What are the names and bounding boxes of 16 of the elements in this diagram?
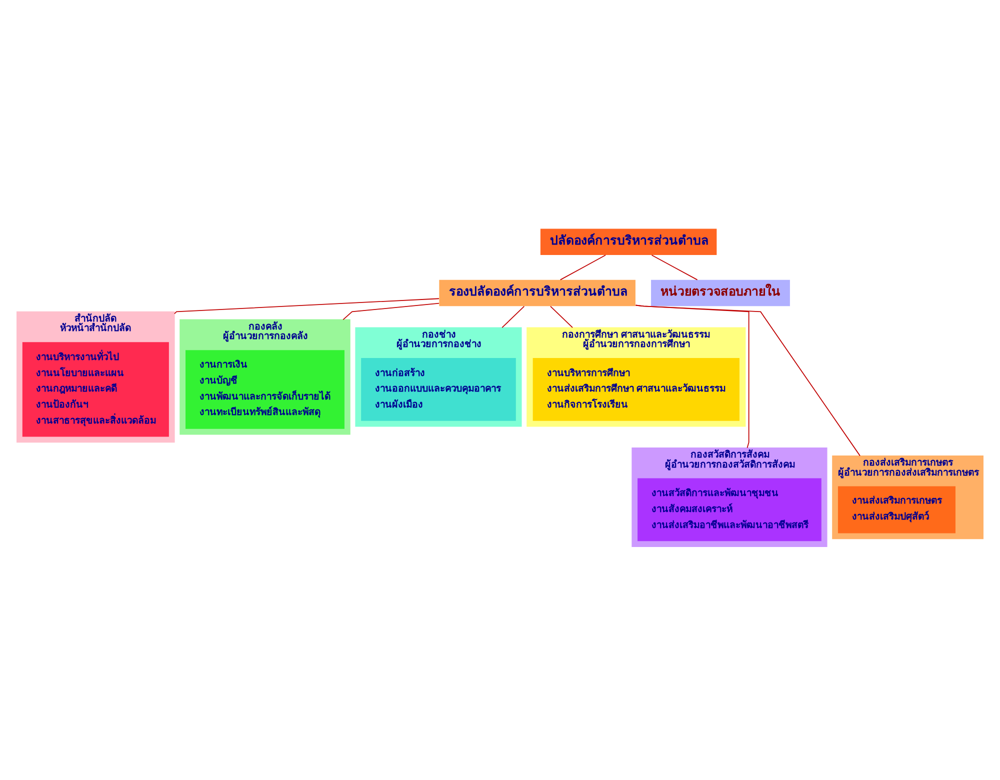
node-box: งานก่อสร้าง งานออกแบบและควบคุมอาคาร งานผังเมือง <box>361 358 516 420</box>
node-box: งานสวัสดิการและพัฒนาชุมชน งานสังคมสงเคราะห์ งานส่งเสริมอาชีพและพัฒนาอาชีพสตรี <box>638 478 822 541</box>
connector <box>174 298 440 314</box>
node-box: รองปลัดองค์การบริหารส่วนตำบล <box>439 279 636 306</box>
node-box: หน่วยตรวจสอบภายใน <box>651 279 790 306</box>
node-box: ปลัดองค์การบริหารส่วนตำบล <box>540 228 717 255</box>
connector <box>502 305 525 328</box>
connector <box>635 304 860 456</box>
connector <box>651 254 698 280</box>
connector <box>560 254 606 280</box>
node-box: งานการเงิน งานบัญชี งานพัฒนาและการจัดเก็บรายได้ งานทะเบียนทรัพย์สินและพัสดุ <box>186 350 344 428</box>
node-box: งานบริหารการศึกษา งานส่งเสริมการศึกษา ศาสนาและวัฒนธรรม งานกิจการโรงเรียน <box>532 358 740 420</box>
node-box: งานบริหารงานทั่วไป งานนโยบายและแผน งานกฎหมายและคดี งานป้องกันฯ งานสาธารสุขและสิ่งแวดล้อม <box>22 342 169 436</box>
node-box: งานส่งเสริมการเกษตร งานส่งเสริมปศุสัตว์ <box>838 486 956 533</box>
connector <box>550 305 573 328</box>
connector <box>342 302 440 320</box>
